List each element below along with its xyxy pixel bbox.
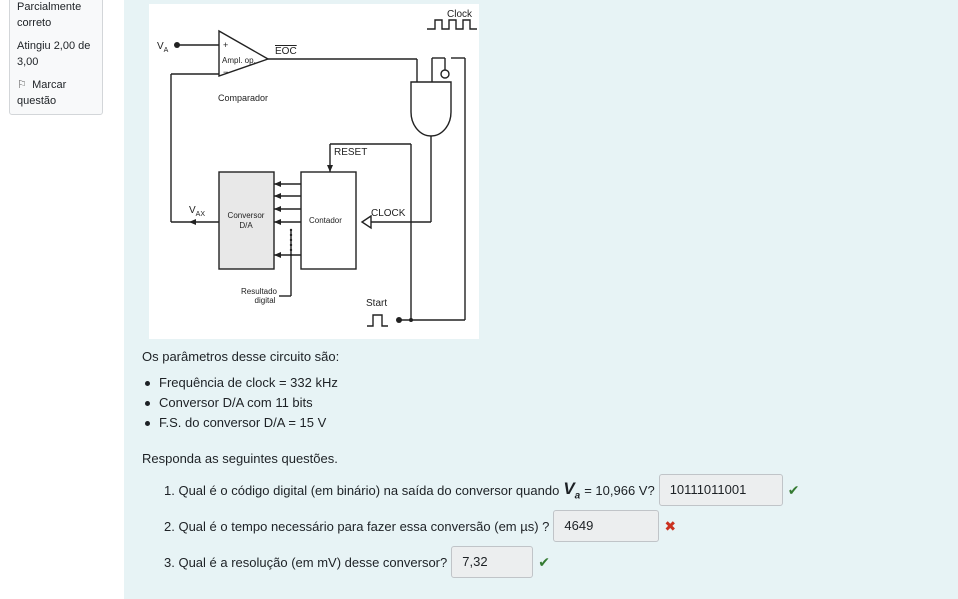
param-list: Frequência de clock = 332 kHz Conversor … [142,374,338,434]
answer-3-field[interactable]: 7,32 [451,546,534,578]
question-content: Clock VA + − Ampl. op. EOC Comparador RE… [124,0,958,599]
question-3: 3. Qual é a resolução (em mV) desse conv… [164,546,550,578]
flag-question-label: Marcar questão [17,79,67,107]
label-counter: Contador [309,216,342,225]
label-plus: + [223,40,228,50]
bus-dots [289,228,293,257]
label-vax: VAX [189,205,205,218]
question-1-suffix: = 10,966 V? [584,482,655,498]
label-clock: Clock [447,9,473,20]
param-item: Conversor D/A com 11 bits [142,394,338,414]
param-item: Frequência de clock = 332 kHz [142,374,338,394]
question-1-prefix: 1. Qual é o código digital (em binário) … [164,482,560,498]
label-va: VA [157,41,169,54]
question-info-panel: Parcialmente correto Atingiu 2,00 de 3,0… [9,0,103,115]
question-1: 1. Qual é o código digital (em binário) … [164,474,799,506]
correct-check-icon: ✔ [538,553,550,570]
question-1-variable: Va [563,478,581,502]
arrowheads [174,42,413,323]
label-start: Start [366,298,387,309]
label-result-2: digital [255,296,276,305]
question-3-text: 3. Qual é a resolução (em mV) desse conv… [164,554,448,570]
label-eoc: EOC [275,46,297,57]
question-2: 2. Qual é o tempo necessário para fazer … [164,510,676,542]
correct-check-icon: ✔ [787,481,800,498]
label-dac-2: D/A [239,221,253,230]
circuit-svg: Clock VA + − Ampl. op. EOC Comparador RE… [157,9,477,327]
incorrect-cross-icon: ✖ [664,517,677,534]
question-grade: Atingiu 2,00 de 3,00 [17,40,91,68]
question-2-text: 2. Qual é o tempo necessário para fazer … [164,518,550,534]
respond-instruction: Responda as seguintes questões. [142,451,338,466]
param-item: F.S. do conversor D/A = 15 V [142,414,338,434]
params-intro: Os parâmetros desse circuito são: [142,349,340,364]
flag-question-link[interactable]: ⚐ Marcar questão [17,77,95,109]
flag-icon: ⚐ [17,79,27,91]
label-minus: − [223,67,228,77]
label-result-1: Resultado [241,287,278,296]
answer-1-field[interactable]: 10111011001 [658,474,783,506]
adc-circuit-diagram: Clock VA + − Ampl. op. EOC Comparador RE… [149,4,479,339]
label-dac-1: Conversor [228,211,265,220]
label-clock-caps: CLOCK [371,208,406,219]
label-comparator: Comparador [218,93,268,103]
label-amp: Ampl. op. [222,56,256,65]
answer-2-field[interactable]: 4649 [553,510,660,542]
question-state: Parcialmente correto [17,1,82,29]
label-reset: RESET [334,147,367,158]
